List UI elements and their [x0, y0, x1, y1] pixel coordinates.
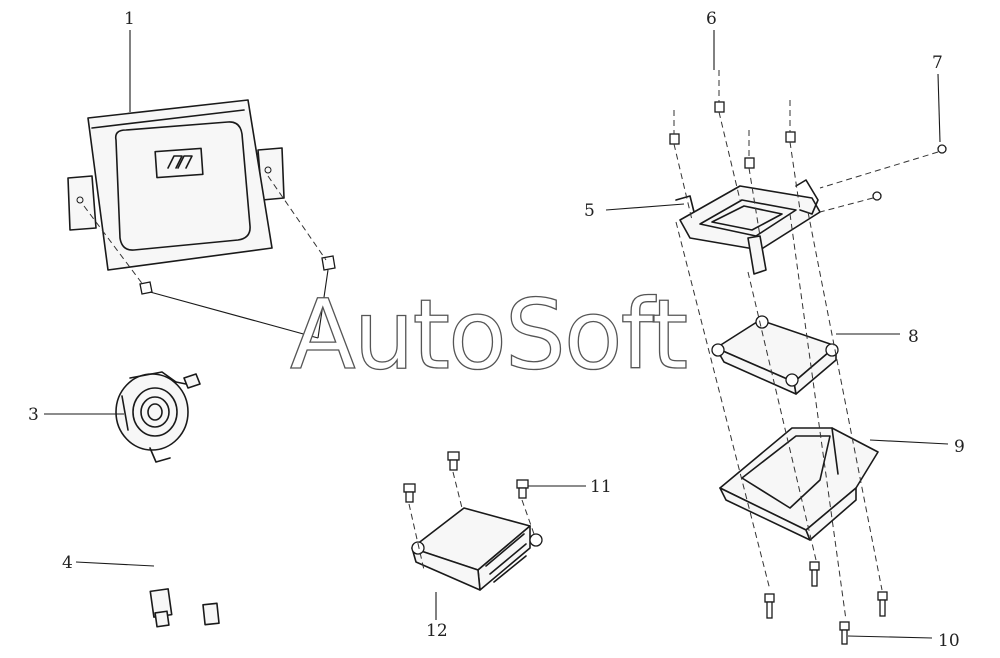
callout-9: 9 — [954, 437, 965, 457]
callout-11: 11 — [590, 477, 612, 497]
callout-12: 12 — [426, 621, 448, 641]
part-4-wire-harness — [149, 507, 220, 628]
part-1-screws — [83, 175, 336, 339]
part-1-airbag-module — [67, 99, 285, 271]
callout-5: 5 — [584, 201, 595, 221]
leader-lines — [44, 30, 949, 639]
callout-4: 4 — [62, 553, 73, 573]
part-9-tray — [719, 427, 879, 541]
part-3-clock-spring — [115, 371, 201, 463]
callout-7: 7 — [932, 53, 943, 73]
part-5-mounting-bracket — [675, 179, 821, 275]
guide-lines — [675, 211, 883, 621]
callout-3: 3 — [28, 405, 39, 425]
callout-8: 8 — [908, 327, 919, 347]
watermark-text: AutoSoft — [290, 279, 687, 391]
part-6-nuts — [669, 70, 801, 237]
part-10-bolts — [764, 561, 888, 645]
callout-6: 6 — [706, 9, 717, 29]
part-11-bolts — [403, 451, 535, 571]
part-7-screws — [819, 144, 947, 213]
part-8-control-unit — [711, 315, 839, 395]
part-12-sensor-module — [411, 507, 543, 591]
callout-10: 10 — [938, 631, 960, 651]
callout-1: 1 — [124, 9, 135, 29]
